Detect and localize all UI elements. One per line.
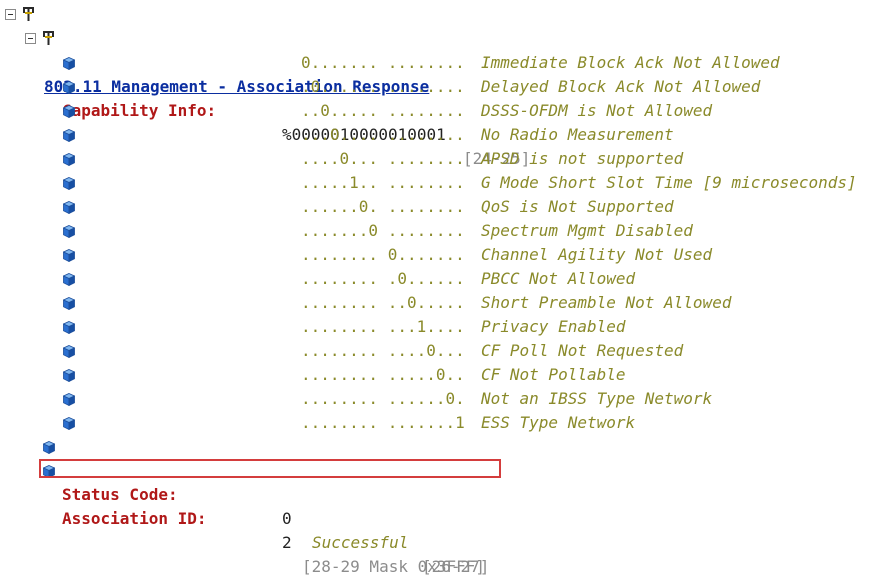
- bit-description: Spectrum Mgmt Disabled: [481, 221, 693, 240]
- capability-bit-row[interactable]: ........ ...1.... Privacy Enabled: [0, 315, 894, 339]
- capability-bit-row[interactable]: ........ 0....... Channel Agility Not Use…: [0, 243, 894, 267]
- capability-bit-row[interactable]: ....0... ........ APSD is not supported: [0, 147, 894, 171]
- field-cube-icon: [63, 201, 75, 214]
- collapse-toggle[interactable]: [25, 33, 36, 44]
- bit-description: No Radio Measurement: [481, 125, 674, 144]
- bit-description: Not an IBSS Type Network: [481, 389, 713, 408]
- bit-pattern: ........ .......1: [301, 413, 465, 432]
- field-description: Successful: [312, 533, 409, 552]
- field-cube-icon: [63, 321, 75, 334]
- bit-pattern: ........ ...1....: [301, 317, 465, 336]
- field-cube-icon: [63, 345, 75, 358]
- bit-description: CF Not Pollable: [481, 365, 626, 384]
- selection-highlight: [39, 459, 501, 478]
- capability-bit-row[interactable]: ........ ....0... CF Poll Not Requested: [0, 339, 894, 363]
- bit-description: Immediate Block Ack Not Allowed: [481, 53, 780, 72]
- byte-range: [24-25]: [463, 149, 531, 168]
- field-value: 0: [282, 509, 292, 528]
- bit-description: Channel Agility Not Used: [481, 245, 713, 264]
- bit-pattern: ...0.... ........: [301, 125, 465, 144]
- field-cube-icon: [63, 81, 75, 94]
- bit-pattern: ....0... ........: [301, 149, 465, 168]
- capability-bit-row[interactable]: ........ .....0.. CF Not Pollable: [0, 363, 894, 387]
- field-value: 2: [282, 533, 292, 552]
- capability-bit-row[interactable]: ........ ......0. Not an IBSS Type Networ…: [0, 387, 894, 411]
- field-cube-icon: [63, 369, 75, 382]
- field-cube-icon: [63, 393, 75, 406]
- bit-pattern: .......0 ........: [301, 221, 465, 240]
- field-cube-icon: [63, 129, 75, 142]
- field-cube-icon: [63, 177, 75, 190]
- capability-bit-row[interactable]: .......0 ........ Spectrum Mgmt Disabled: [0, 219, 894, 243]
- capability-bit-row[interactable]: ..0..... ........ DSSS-OFDM is Not Allowe…: [0, 99, 894, 123]
- bit-description: Short Preamble Not Allowed: [481, 293, 732, 312]
- bit-pattern: ........ .....0..: [301, 365, 465, 384]
- capability-bit-row[interactable]: ........ .0...... PBCC Not Allowed: [0, 267, 894, 291]
- field-cube-icon: [63, 57, 75, 70]
- capability-bit-row[interactable]: ........ .......1 ESS Type Network: [0, 411, 894, 435]
- bit-description: APSD is not supported: [481, 149, 684, 168]
- bit-pattern: .0...... ........: [301, 77, 465, 96]
- capability-info-row[interactable]: Capability Info: %0000010000010001 [24-2…: [0, 27, 894, 168]
- bit-pattern: ........ 0.......: [301, 245, 465, 264]
- field-cube-icon: [63, 105, 75, 118]
- field-cube-icon: [63, 273, 75, 286]
- bit-description: PBCC Not Allowed: [481, 269, 636, 288]
- capability-bit-row[interactable]: .....1.. ........ G Mode Short Slot Time …: [0, 171, 894, 195]
- field-cube-icon: [43, 441, 55, 454]
- protocol-layer-icon: [22, 7, 35, 22]
- capability-bit-row[interactable]: .0...... ........ Delayed Block Ack Not A…: [0, 75, 894, 99]
- bit-description: QoS is Not Supported: [481, 197, 674, 216]
- bit-pattern: ..0..... ........: [301, 101, 465, 120]
- field-label: Status Code:: [62, 485, 178, 504]
- bit-pattern: 0....... ........: [301, 53, 465, 72]
- field-cube-icon: [63, 297, 75, 310]
- field-cube-icon: [63, 249, 75, 262]
- bit-pattern: ........ .0......: [301, 269, 465, 288]
- bit-pattern: .....1.. ........: [301, 173, 465, 192]
- bit-pattern: ........ ..0.....: [301, 293, 465, 312]
- bit-pattern: ........ ....0...: [301, 341, 465, 360]
- capability-bit-row[interactable]: 0....... ........ Immediate Block Ack Not…: [0, 51, 894, 75]
- collapse-toggle[interactable]: [5, 9, 16, 20]
- byte-range: [28-29 Mask 0x3FFF]: [302, 557, 486, 576]
- bit-description: CF Poll Not Requested: [481, 341, 684, 360]
- field-cube-icon: [63, 417, 75, 430]
- bit-description: G Mode Short Slot Time [9 microseconds]: [481, 173, 857, 192]
- bit-pattern: ........ ......0.: [301, 389, 465, 408]
- section-title[interactable]: 802.11 Management - Association Response: [44, 77, 430, 96]
- capability-bit-row[interactable]: ........ ..0..... Short Preamble Not Allo…: [0, 291, 894, 315]
- field-cube-icon: [63, 153, 75, 166]
- subtree-icon: [42, 31, 55, 46]
- bit-description: ESS Type Network: [481, 413, 636, 432]
- bit-description: Privacy Enabled: [481, 317, 626, 336]
- field-value: %0000010000010001: [282, 125, 446, 144]
- capability-bit-row[interactable]: ...0.... ........ No Radio Measurement: [0, 123, 894, 147]
- field-label: Association ID:: [62, 509, 207, 528]
- section-header-row[interactable]: 802.11 Management - Association Response: [0, 3, 894, 96]
- bit-description: DSSS-OFDM is Not Allowed: [481, 101, 713, 120]
- field-label: Capability Info:: [62, 101, 217, 120]
- bit-pattern: ......0. ........: [301, 197, 465, 216]
- field-cube-icon: [63, 225, 75, 238]
- bit-description: Delayed Block Ack Not Allowed: [481, 77, 761, 96]
- capability-bit-row[interactable]: ......0. ........ QoS is Not Supported: [0, 195, 894, 219]
- status-code-row[interactable]: Status Code: 0 Successful [26-27]: [0, 435, 894, 576]
